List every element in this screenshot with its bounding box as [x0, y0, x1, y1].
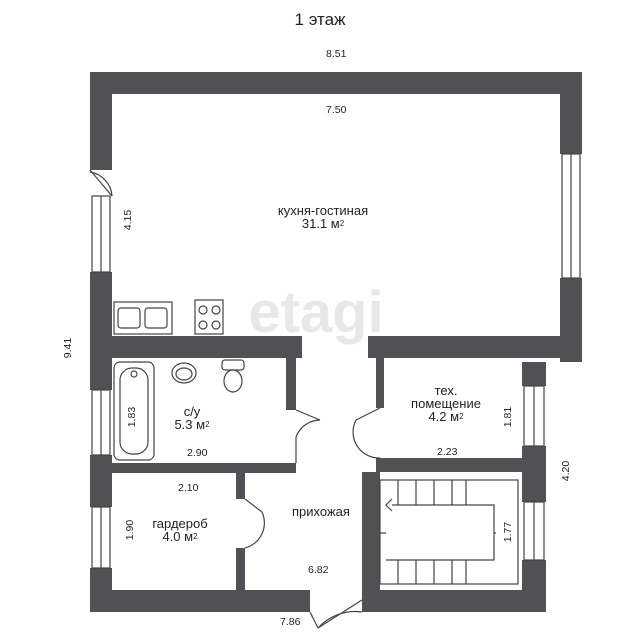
toilet [223, 369, 243, 393]
dim-wardrobe-width: 2.10 [178, 482, 199, 494]
floor-title: 1 этаж [294, 10, 346, 29]
doors [89, 169, 381, 629]
room-kitchen-living: кухня-гостиная 31.1 м2 [258, 204, 388, 230]
room-kitchen-area: 31.1 м [301, 216, 340, 231]
dim-left-height: 9.41 [62, 337, 75, 359]
dim-tech-width: 2.23 [437, 446, 458, 458]
dim-bottom-width: 7.86 [280, 616, 301, 628]
dim-kitchen-width: 7.50 [326, 104, 347, 116]
dim-hall-width: 6.82 [308, 564, 329, 576]
dim-right-height: 4.20 [560, 460, 573, 482]
dim-bath-width: 2.90 [187, 447, 208, 459]
room-hallway-name: прихожая [292, 504, 350, 519]
watermark: etagi [248, 280, 383, 345]
room-bathroom-area: 5.3 м [174, 417, 206, 432]
stove [194, 299, 224, 335]
stairs [379, 479, 519, 585]
dim-wardrobe-height: 1.90 [124, 519, 137, 541]
room-bathroom-name: с/у [183, 404, 201, 419]
room-tech-name-2: помещение [411, 396, 481, 411]
dim-bath-height: 1.83 [126, 406, 139, 428]
dim-top-width: 8.51 [326, 48, 347, 60]
dim-stairs-height: 1.77 [502, 521, 515, 543]
room-tech: тех. помещение 4.2 м2 [400, 384, 492, 423]
room-wardrobe: гардероб 4.0 м2 [140, 517, 220, 543]
interior-walls [90, 336, 582, 590]
dim-kitchen-height: 4.15 [122, 209, 135, 231]
room-tech-name-1: тех. [434, 383, 458, 398]
bathroom-fixtures [113, 359, 245, 461]
dim-tech-height: 1.81 [502, 406, 515, 428]
windows [91, 153, 581, 569]
room-wardrobe-area: 4.0 м [162, 529, 194, 544]
room-tech-area: 4.2 м [428, 409, 460, 424]
toilet-tank [221, 359, 245, 371]
room-wardrobe-name: гардероб [152, 516, 208, 531]
room-kitchen-name: кухня-гостиная [277, 203, 369, 218]
kitchen-fixtures [113, 299, 224, 335]
room-bathroom: с/у 5.3 м2 [162, 405, 222, 431]
